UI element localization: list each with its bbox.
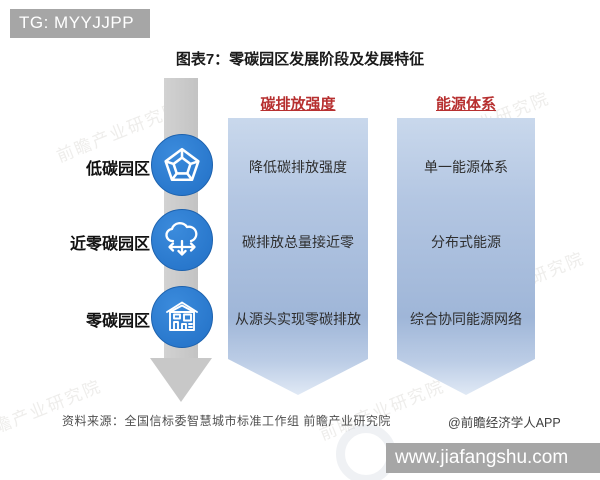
watermark-text: 前瞻产业研究院 (0, 376, 105, 445)
tg-badge: TG: MYYJJPP (10, 9, 151, 38)
stage-circle-zero-carbon (151, 286, 213, 348)
website-bar: www.jiafangshu.com (386, 443, 600, 473)
source-note: 资料来源：全国信标委智慧城市标准工作组 前瞻产业研究院 (62, 414, 391, 428)
energy-panel (397, 118, 535, 395)
energy-cell-row2: 分布式能源 (431, 234, 501, 250)
carbon-cell-row3: 从源头实现零碳排放 (235, 311, 361, 327)
energy-cell-row3: 综合协同能源网络 (410, 311, 522, 327)
stage-label-near-zero: 近零碳园区 (69, 236, 150, 253)
carbon-panel (228, 118, 368, 395)
column-header-energy: 能源体系 (435, 96, 496, 113)
energy-cell-row1: 单一能源体系 (424, 159, 508, 175)
factory-icon (166, 301, 198, 331)
down-arrow (150, 358, 212, 402)
stage-circle-low-carbon (151, 134, 213, 196)
credit-note: @前瞻经济学人APP (448, 416, 561, 430)
stage-label-low-carbon: 低碳园区 (85, 161, 150, 178)
gem-pentagon-icon (164, 147, 200, 182)
stage-circle-near-zero (151, 209, 213, 271)
figure-title: 图表7：零碳园区发展阶段及发展特征 (175, 51, 425, 68)
carbon-cell-row2: 碳排放总量接近零 (242, 234, 354, 250)
column-header-carbon: 碳排放强度 (260, 96, 336, 113)
watermark-text: 前瞻产业研究院 (317, 376, 448, 445)
stage-label-zero-carbon: 零碳园区 (85, 313, 150, 330)
cloud-network-icon (165, 222, 198, 256)
carbon-cell-row1: 降低碳排放强度 (249, 159, 347, 175)
